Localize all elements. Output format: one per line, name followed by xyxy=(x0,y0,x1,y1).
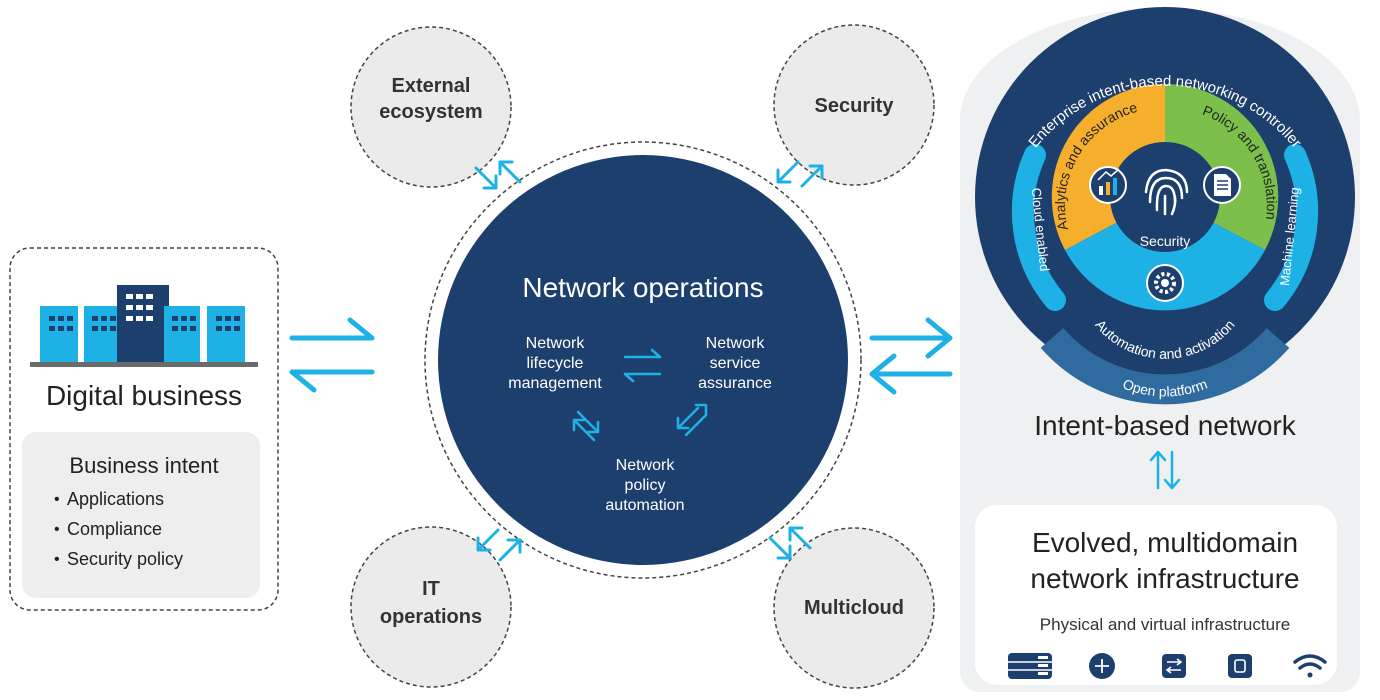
it-operations-bubble: IT operations xyxy=(350,526,512,688)
assurance-line-3: assurance xyxy=(698,375,772,392)
cloud-enabled-band xyxy=(1011,144,1066,311)
policy-line-2: policy xyxy=(625,477,666,494)
assurance-line-2: service xyxy=(710,355,761,372)
switch-icon xyxy=(1162,654,1186,678)
digital-business-panel: Digital business Business intent • Appli… xyxy=(9,247,279,611)
intent-based-network-panel: Security Enterprise intent-based network… xyxy=(960,7,1360,692)
machine-learning-band xyxy=(1264,144,1319,311)
automation-segment xyxy=(1065,197,1265,311)
open-platform-band xyxy=(1040,327,1290,405)
external-line-1: External xyxy=(392,75,471,97)
security-exchange-arrow xyxy=(776,160,824,188)
it-line-2: operations xyxy=(380,606,482,628)
bullet: • xyxy=(54,521,60,538)
external-ecosystem-bubble: External ecosystem xyxy=(350,26,512,188)
wifi-icon xyxy=(1293,654,1327,678)
assurance-policy-arrow xyxy=(676,403,708,437)
vertical-exchange-arrow xyxy=(1149,450,1181,490)
business-intent-item: Security policy xyxy=(67,549,183,569)
lifecycle-assurance-arrow xyxy=(623,348,662,383)
external-exchange-arrow xyxy=(474,160,522,190)
multicloud-bubble: Multicloud xyxy=(773,527,935,689)
analytics-icon xyxy=(1089,166,1127,204)
business-intent-title: Business intent xyxy=(69,453,218,478)
it-line-1: IT xyxy=(422,578,440,600)
right-exchange-arrows xyxy=(869,317,953,395)
controller-wheel: Security Enterprise intent-based network… xyxy=(975,7,1355,405)
document-icon xyxy=(1203,166,1241,204)
security-bubble: Security xyxy=(773,24,935,186)
digital-business-title: Digital business xyxy=(46,380,242,411)
business-intent-item: Applications xyxy=(67,489,164,509)
center-security-label: Security xyxy=(1140,233,1191,249)
network-operations-hub: Network operations Network lifecycle man… xyxy=(424,141,862,579)
gear-icon xyxy=(1146,264,1184,302)
lifecycle-line-3: management xyxy=(508,375,602,392)
infra-subtitle: Physical and virtual infrastructure xyxy=(1040,615,1290,634)
fingerprint-icon xyxy=(1144,168,1189,216)
server-icon xyxy=(1008,653,1052,679)
lifecycle-line-2: lifecycle xyxy=(527,355,584,372)
it-exchange-arrow xyxy=(476,528,522,562)
infrastructure-box xyxy=(975,505,1337,685)
lifecycle-policy-arrow xyxy=(572,410,600,442)
external-line-2: ecosystem xyxy=(379,101,482,123)
policy-line-3: automation xyxy=(605,497,684,514)
multicloud-label: Multicloud xyxy=(804,597,904,619)
bullet: • xyxy=(54,551,60,568)
appliance-icon xyxy=(1228,654,1252,678)
business-intent-item: Compliance xyxy=(67,519,162,539)
bullet: • xyxy=(54,491,60,508)
left-exchange-arrows xyxy=(289,317,375,393)
infra-title-line-1: Evolved, multidomain xyxy=(1032,527,1298,558)
business-intent-box xyxy=(22,432,260,598)
security-label: Security xyxy=(815,95,895,117)
assurance-line-1: Network xyxy=(706,335,766,352)
open-platform-label: Open platform xyxy=(1121,376,1210,400)
buildings-icon xyxy=(30,285,258,367)
router-icon xyxy=(1089,653,1115,679)
policy-line-1: Network xyxy=(616,457,676,474)
intent-based-network-title: Intent-based network xyxy=(1034,410,1296,441)
network-operations-title: Network operations xyxy=(522,272,763,303)
multicloud-exchange-arrow xyxy=(768,526,812,560)
lifecycle-line-1: Network xyxy=(526,335,586,352)
infra-title-line-2: network infrastructure xyxy=(1030,563,1299,594)
